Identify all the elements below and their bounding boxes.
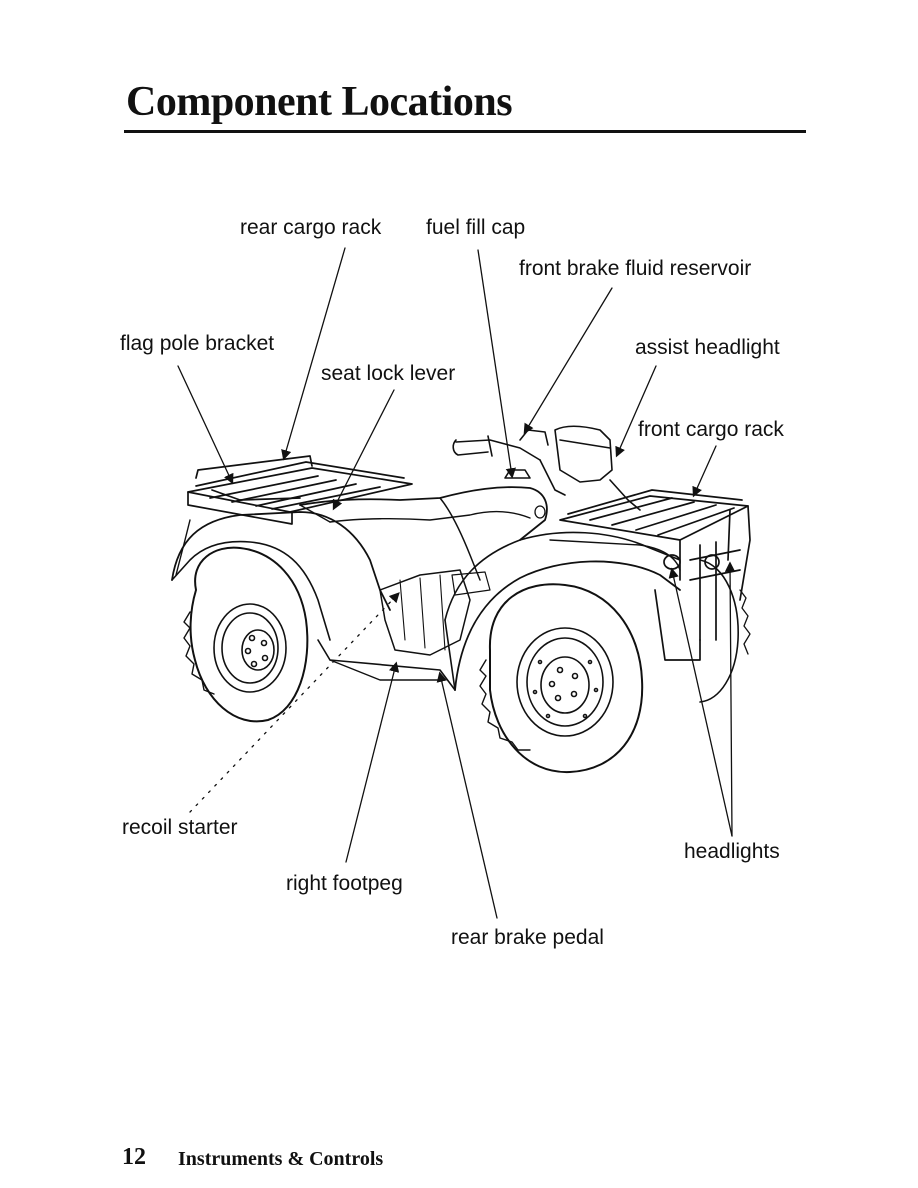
label-seat-lock-lever: seat lock lever bbox=[321, 362, 456, 385]
label-rear-cargo-rack: rear cargo rack bbox=[240, 216, 382, 239]
leader-lines bbox=[177, 247, 736, 919]
title-rule bbox=[124, 130, 806, 133]
label-rear-brake-pedal: rear brake pedal bbox=[451, 926, 604, 949]
front-rack-drawing bbox=[559, 489, 751, 661]
label-recoil-starter: recoil starter bbox=[122, 816, 238, 839]
label-fuel-fill-cap: fuel fill cap bbox=[426, 216, 526, 239]
label-headlights: headlights bbox=[684, 840, 780, 863]
label-front-brake-fluid-reservoir: front brake fluid reservoir bbox=[519, 257, 752, 280]
page-number: 12 bbox=[122, 1144, 146, 1170]
label-front-cargo-rack: front cargo rack bbox=[638, 418, 784, 441]
rear-rack-drawing bbox=[187, 455, 413, 525]
label-right-footpeg: right footpeg bbox=[286, 872, 403, 895]
handlebar-drawing bbox=[452, 425, 641, 511]
label-flag-pole-bracket: flag pole bracket bbox=[120, 332, 275, 355]
footer-section-title: Instruments & Controls bbox=[178, 1148, 384, 1170]
page-title: Component Locations bbox=[126, 79, 513, 125]
front-wheel bbox=[479, 583, 644, 774]
label-assist-headlight: assist headlight bbox=[635, 336, 780, 359]
rear-wheel bbox=[183, 546, 309, 723]
